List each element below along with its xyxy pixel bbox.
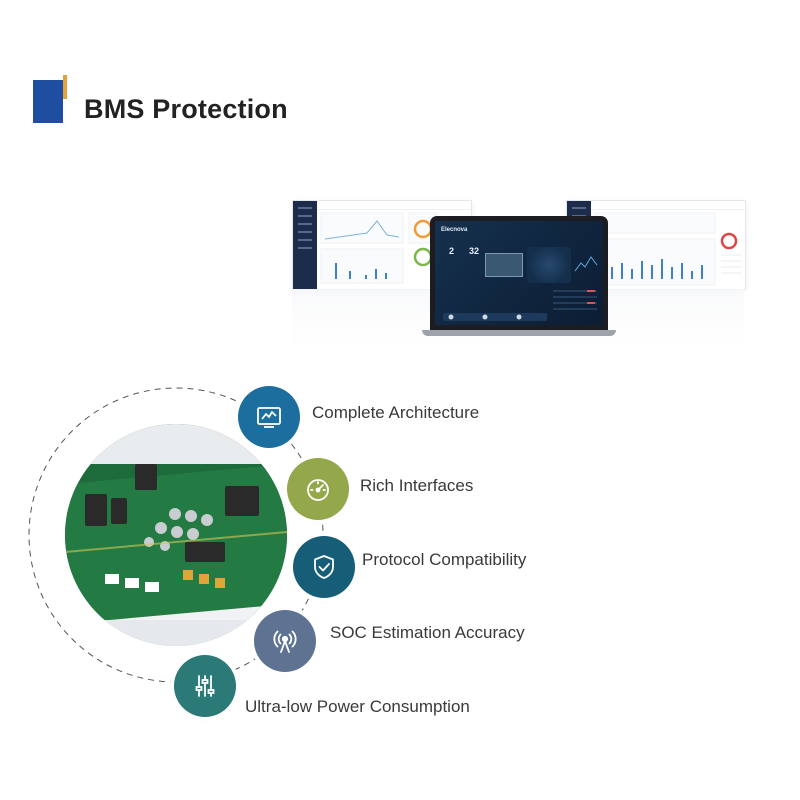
feature-label-power: Ultra-low Power Consumption (245, 697, 470, 716)
sliders-icon (174, 655, 236, 717)
laptop-screen: Elecnova 2 32 (435, 221, 603, 325)
shield-check-icon (293, 536, 355, 598)
monitor-chart-icon (238, 386, 300, 448)
page-title: BMS Protection (84, 94, 288, 124)
laptop-site-photo (485, 253, 523, 277)
feature-label-architecture: Complete Architecture (312, 403, 480, 422)
laptop-mockup: Elecnova 2 32 (422, 216, 616, 336)
laptop-stat-b: 32 (469, 246, 480, 256)
gauge-icon (287, 458, 349, 520)
dashed-ring (28, 387, 324, 683)
signal-tower-icon (254, 610, 316, 672)
laptop-brand-label: Elecnova (441, 227, 468, 233)
feature-label-soc: SOC Estimation Accuracy (330, 623, 525, 642)
feature-label-interfaces: Rich Interfaces (360, 476, 474, 495)
circuit-board-image (65, 424, 287, 646)
title-mark-blue-block (33, 80, 63, 123)
feature-label-protocol: Protocol Compatibility (362, 550, 527, 569)
title-logo-mark (33, 75, 67, 123)
title-mark-gold-bar (63, 75, 67, 99)
laptop-map (527, 247, 571, 283)
laptop-stat-a: 2 (449, 246, 455, 256)
